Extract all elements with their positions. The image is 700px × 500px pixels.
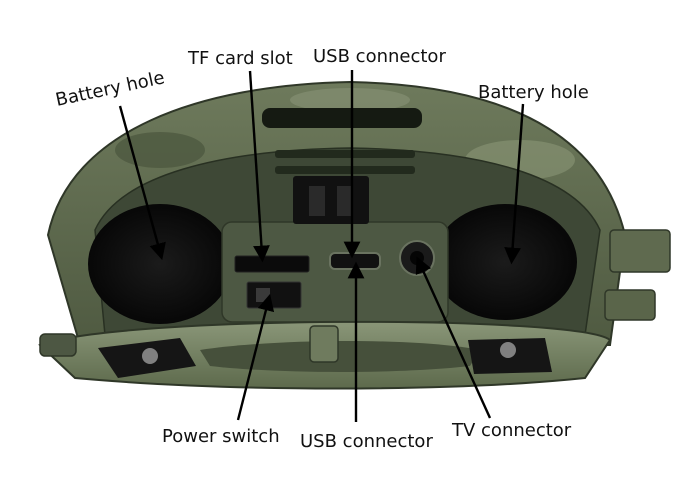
label-power-switch: Power switch: [162, 426, 280, 447]
power-switch-shape: [246, 281, 302, 309]
vent-slot: [275, 150, 415, 158]
clip-block: [293, 176, 369, 224]
power-switch-knob: [256, 288, 270, 302]
arrow-power-switch: [236, 293, 275, 421]
label-battery-hole-left: Battery hole: [54, 67, 167, 111]
arrows: [118, 70, 525, 422]
lid-pad-highlight: [500, 342, 516, 358]
usb-port-shape: [329, 252, 381, 270]
label-battery-hole-right: Battery hole: [478, 82, 589, 103]
top-slot: [262, 108, 422, 128]
hinge-right: [609, 229, 671, 273]
label-tv-connector: TV connector: [451, 420, 572, 441]
arrow-battery-right: [504, 103, 525, 265]
hinge-right-lower: [604, 289, 656, 321]
camo-patch: [290, 88, 410, 112]
clip-detail: [309, 186, 325, 216]
lid-latch: [309, 325, 339, 363]
clip-detail: [337, 186, 353, 216]
arrow-battery-left: [118, 105, 166, 261]
camo-patch: [115, 132, 205, 168]
label-usb-connector-top: USB connector: [313, 46, 446, 67]
battery-hole-right: [433, 204, 577, 320]
tf-card-slot-shape: [234, 255, 310, 273]
arrow-tf-card: [248, 70, 270, 263]
tv-jack-hole: [410, 251, 424, 265]
lid-ear-left: [39, 333, 77, 357]
label-usb-connector-bottom: USB connector: [300, 431, 433, 452]
battery-hole-left: [88, 204, 232, 324]
lid-trough: [200, 341, 480, 372]
vent-slot: [275, 166, 415, 174]
label-tf-card-slot: TF card slot: [187, 48, 293, 69]
lid-pad-highlight: [142, 348, 158, 364]
arrow-tv-connector: [415, 256, 492, 419]
camera-body: [38, 80, 671, 390]
